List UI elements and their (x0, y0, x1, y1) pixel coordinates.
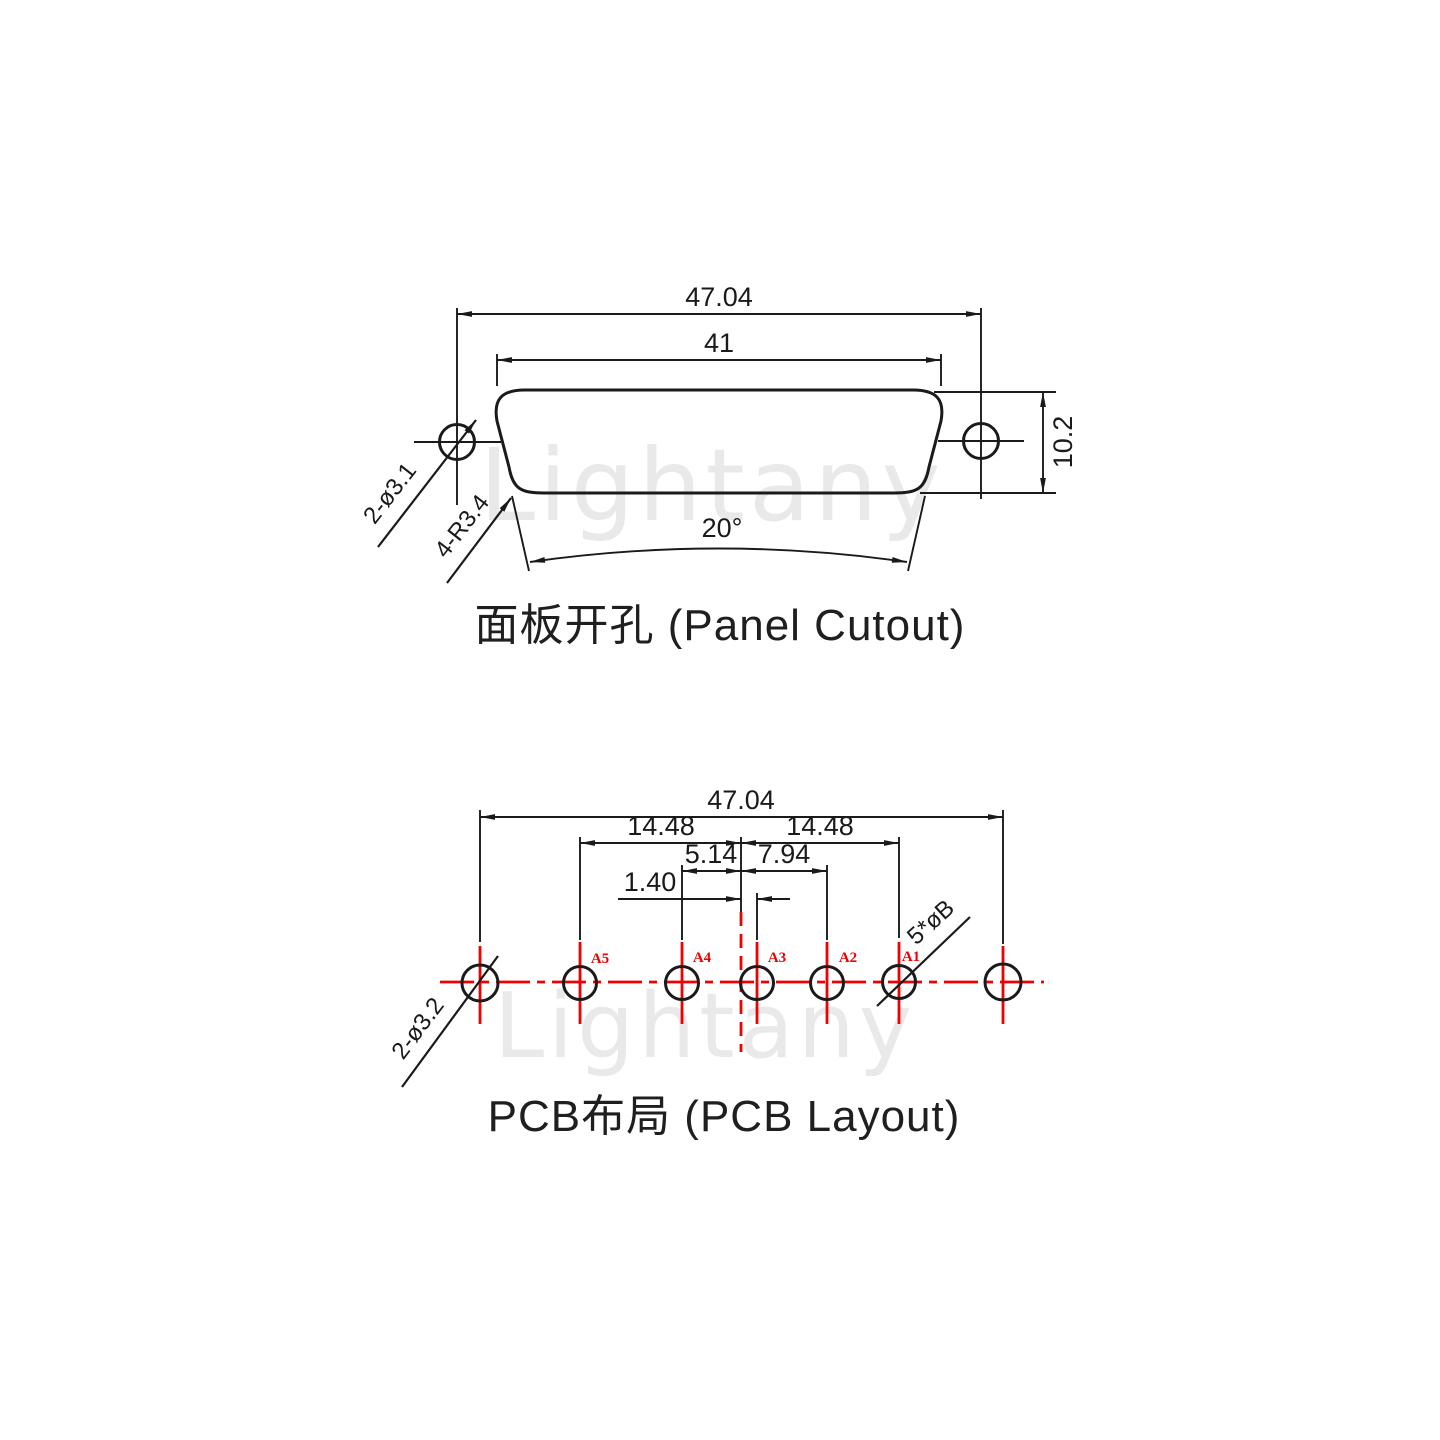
watermark-bottom: Lightany (494, 974, 916, 1079)
panel-mount-hole-right (938, 308, 1024, 499)
leader-line (876, 916, 971, 1007)
pcb-view-title: PCB布局 (PCB Layout) (488, 1092, 961, 1141)
pcb-mount-hole-right (983, 962, 1023, 1002)
pin-label-a3: A3 (768, 950, 786, 966)
leader-line (377, 419, 477, 548)
panel-view-title: 面板开孔 (Panel Cutout) (475, 601, 966, 650)
callout-text: 5*øB (902, 895, 960, 951)
pcb-holes (460, 962, 1023, 1003)
pcb-mount-hole-left (460, 963, 500, 1003)
pcb-pin-a1 (881, 964, 917, 1000)
pin-label-a4: A4 (693, 950, 712, 966)
dim-value: 14.48 (627, 811, 695, 841)
pcb-pin-a3 (739, 965, 775, 1001)
dim-value: 5.14 (685, 839, 738, 869)
watermark-top: Lightany (479, 427, 944, 544)
dim-value: 41 (704, 328, 734, 358)
dim-value: 14.48 (786, 811, 854, 841)
panel-cutout-outline (494, 388, 944, 495)
dim-value: 47.04 (707, 785, 775, 815)
angle-value: 20° (702, 513, 743, 543)
panel-mount-hole-left (414, 308, 501, 505)
pcb-dim-a2-offset: 7.94 (741, 839, 827, 874)
pin-label-a1: A1 (902, 949, 920, 965)
leader-line (446, 497, 512, 584)
dim-value: 1.40 (624, 867, 677, 897)
pcb-layout-view: A5 A4 A3 A2 A1 47.04 14.48 14.48 5.14 7.… (386, 785, 1044, 1141)
pcb-dim-a4-offset: 5.14 (682, 839, 741, 874)
pcb-pin-a4 (664, 965, 700, 1001)
dim-value: 7.94 (758, 839, 811, 869)
callout-text: 2-ø3.2 (386, 993, 449, 1065)
angle-side-left (511, 495, 530, 572)
dim-value: 47.04 (685, 282, 753, 312)
panel-dim-cutout-width: 41 (496, 328, 942, 386)
pin-label-a2: A2 (839, 950, 857, 966)
angle-arc (529, 547, 908, 563)
pcb-dim-left-span: 14.48 (580, 811, 741, 846)
pcb-dim-total: 47.04 (480, 785, 1003, 820)
panel-dim-total-width: 47.04 (457, 282, 981, 317)
angle-side-right (907, 495, 926, 572)
leader-line (401, 955, 499, 1088)
pin-label-a5: A5 (591, 951, 609, 967)
pcb-dim-a3-offset: 1.40 (618, 867, 790, 902)
callout-text: 2-ø3.1 (358, 458, 422, 529)
pcb-pin-a5 (562, 965, 598, 1001)
pcb-dim-right-span: 14.48 (741, 811, 899, 846)
panel-dim-height: 10.2 (920, 391, 1078, 494)
pcb-pin-labels: A5 A4 A3 A2 A1 (591, 949, 920, 967)
pcb-pin-a2 (809, 965, 845, 1001)
panel-angle-annotation: 20° (511, 495, 926, 572)
dim-value: 10.2 (1048, 416, 1078, 469)
